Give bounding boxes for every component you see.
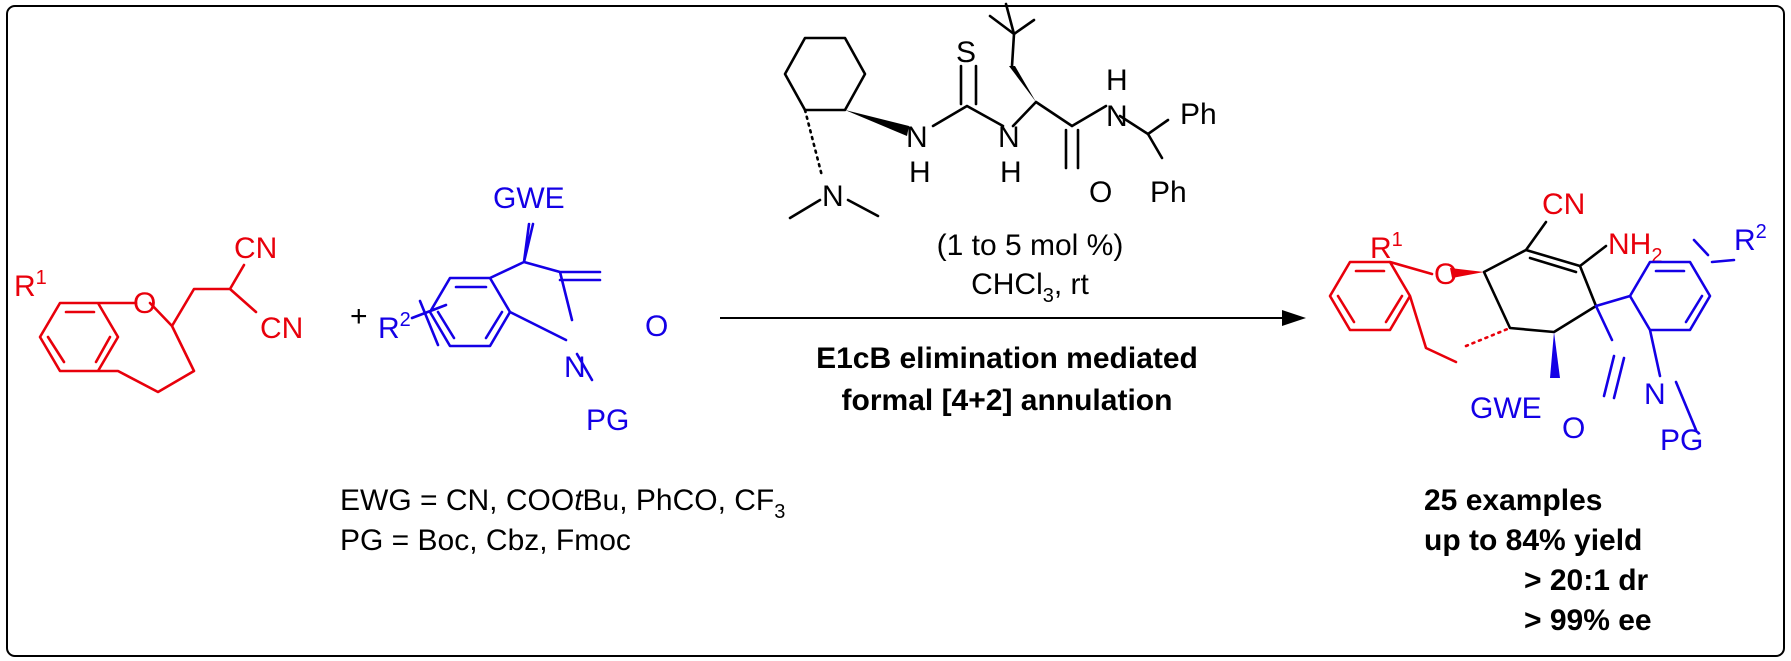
substrate-cn-upper-label: CN xyxy=(234,232,277,265)
oxindole-ewg-label: GWE xyxy=(493,182,565,215)
oxindole-pg-label: PG xyxy=(586,404,629,437)
product-pg-label: PG xyxy=(1660,424,1703,457)
mechanism-line-1: E1cB elimination mediated xyxy=(816,342,1198,375)
product-cyclohexene-core xyxy=(1482,220,1608,334)
chromane-malononitrile-substrate: R1 O CN CN xyxy=(14,232,303,394)
ewg-subscript: 3 xyxy=(774,501,785,523)
ewg-prefix: EWG = CN, COO xyxy=(340,484,574,517)
catalyst-wedge-bond-1 xyxy=(845,110,909,136)
product-r2-index: 2 xyxy=(1756,221,1767,243)
product-chromane-fragment: R1 O CN NH2 xyxy=(1328,188,1662,364)
substrate-bonds xyxy=(38,263,258,394)
result-examples: 25 examples xyxy=(1424,484,1602,517)
product-core-bonds xyxy=(1482,220,1608,334)
substrate-r-letter: R xyxy=(14,270,36,303)
ewg-definition: EWG = CN, COOtBu, PhCO, CF3 xyxy=(340,484,785,523)
product-ewg-label: GWE xyxy=(1470,392,1542,425)
product-nh2-label: NH2 xyxy=(1608,228,1662,267)
solvent-tail: , rt xyxy=(1054,268,1090,301)
reaction-arrow xyxy=(720,310,1306,326)
product-nh2-main: NH xyxy=(1608,228,1651,261)
result-yield: up to 84% yield xyxy=(1424,524,1642,557)
product-wedge-bond-blue xyxy=(1550,332,1560,378)
product-r1-index: 1 xyxy=(1392,229,1403,251)
product-nh2-subscript: 2 xyxy=(1651,245,1662,267)
oxindole-carbonyl-o-label: O xyxy=(645,310,668,343)
thiourea-catalyst: S N H N H O N H Ph Ph N xyxy=(783,2,1217,220)
catalyst-wedge-bond-2 xyxy=(1009,66,1036,102)
product-oxindole-fragment: R2 GWE O N PG xyxy=(1470,221,1767,457)
catalyst-amide-n-label: N xyxy=(1106,100,1128,133)
product-oxygen-label: O xyxy=(1434,258,1457,291)
plus-sign: + xyxy=(350,300,368,333)
product-r1-letter: R xyxy=(1370,232,1392,265)
catalyst-s-label: S xyxy=(956,36,976,69)
catalyst-hash-bond xyxy=(803,108,824,178)
catalyst-nh1-h-label: H xyxy=(909,156,931,189)
ewg-italic: t xyxy=(574,484,584,517)
product-hash-bond-red xyxy=(1464,326,1512,348)
product-cn-label: CN xyxy=(1542,188,1585,221)
catalyst-nh1-n-label: N xyxy=(906,121,928,154)
catalyst-nh2-h-label: H xyxy=(1000,156,1022,189)
solvent-main: CHCl xyxy=(971,268,1043,301)
product-blue-bonds xyxy=(1594,238,1736,432)
cyclohexane-ring xyxy=(783,36,867,112)
dimethylamino-bonds xyxy=(788,198,880,220)
catalyst-nme2-label: N xyxy=(822,180,844,213)
oxindole-r-index: 2 xyxy=(400,309,411,331)
oxindole-r2-label: R2 xyxy=(378,309,411,345)
result-ee: > 99% ee xyxy=(1524,604,1652,637)
product-red-bonds xyxy=(1328,260,1458,364)
solvent-subscript: 3 xyxy=(1043,285,1054,307)
catalyst-chain-bonds xyxy=(931,2,1170,170)
substrate-cn-lower-label: CN xyxy=(260,312,303,345)
substrate-oxygen-label: O xyxy=(133,287,156,320)
methyleneindolinone-reagent: R2 GWE O N PG xyxy=(378,182,668,437)
oxindole-r-letter: R xyxy=(378,312,400,345)
catalyst-amide-h-label: H xyxy=(1106,64,1128,97)
product-r2-label: R2 xyxy=(1734,221,1767,257)
catalyst-ph-upper-label: Ph xyxy=(1180,98,1217,131)
ewg-mid: Bu, PhCO, CF xyxy=(583,484,775,517)
product-r1-label: R1 xyxy=(1370,229,1403,265)
product-carbonyl-o-label: O xyxy=(1562,412,1585,445)
catalyst-nh2-n-label: N xyxy=(998,121,1020,154)
mechanism-line-2: formal [4+2] annulation xyxy=(842,384,1173,417)
catalyst-loading: (1 to 5 mol %) xyxy=(937,229,1124,262)
oxindole-bonds xyxy=(410,222,602,382)
result-dr: > 20:1 dr xyxy=(1524,564,1649,597)
product-n-label: N xyxy=(1644,378,1666,411)
scheme-border xyxy=(6,5,1785,657)
solvent-condition: CHCl3, rt xyxy=(971,268,1089,307)
substrate-r-index: 1 xyxy=(36,267,47,289)
oxindole-n-label: N xyxy=(564,351,586,384)
product-wedge-bond-red xyxy=(1450,268,1484,278)
catalyst-amide-o-label: O xyxy=(1089,176,1112,209)
catalyst-ph-lower-label: Ph xyxy=(1150,176,1187,209)
substrate-r1-label: R1 xyxy=(14,267,47,303)
pg-definition: PG = Boc, Cbz, Fmoc xyxy=(340,524,631,557)
product-r2-letter: R xyxy=(1734,224,1756,257)
